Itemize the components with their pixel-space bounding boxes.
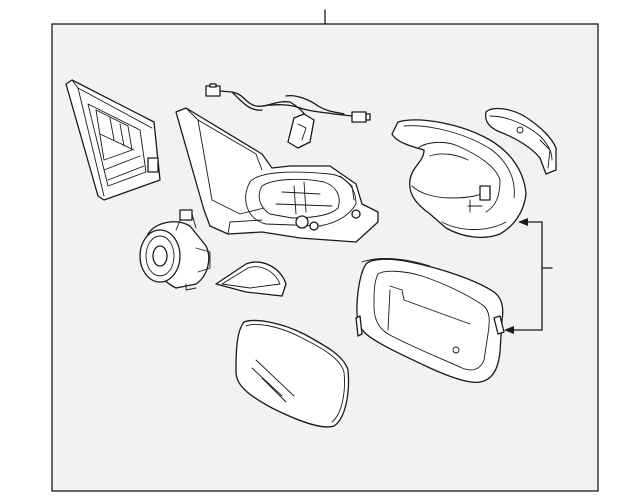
arrowhead-bezel-frame	[504, 326, 514, 334]
power-motor	[139, 209, 211, 291]
callout-bracket	[504, 218, 553, 334]
trim-piece	[215, 261, 287, 297]
mirror-bezel-frame	[355, 258, 505, 384]
mirror-cover-cap	[391, 119, 527, 239]
mirror-housing-frame	[175, 107, 379, 243]
mirror-glass	[235, 319, 350, 428]
mirror-base-cover	[65, 79, 161, 201]
turn-signal-lamp	[484, 107, 557, 175]
wiring-harness	[205, 83, 371, 149]
arrowhead-cover-cap	[518, 218, 528, 226]
